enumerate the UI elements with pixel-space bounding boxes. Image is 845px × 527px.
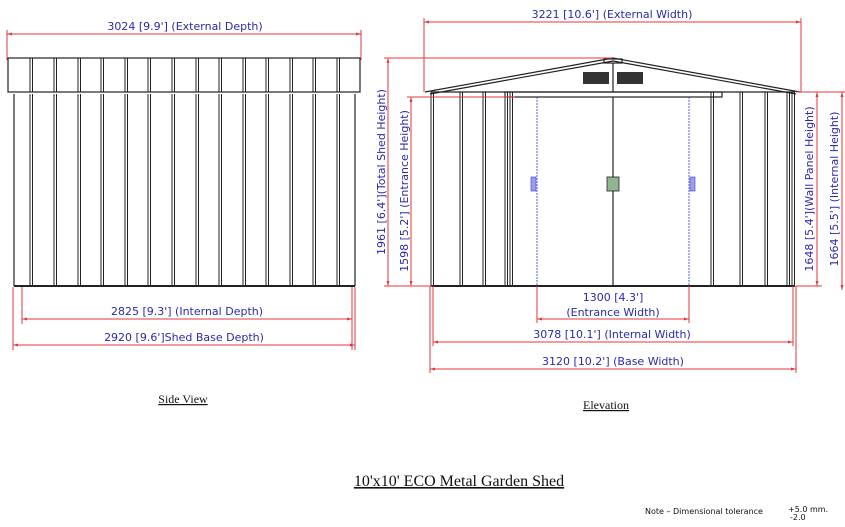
door-center-handle-icon (606, 176, 620, 192)
side-view-label: Side View (158, 392, 208, 406)
external-width-text: 3221 [10.6'] (External Width) (532, 8, 693, 21)
tolerance-note: Note – Dimensional tolerance +5.0 mm. -2… (645, 505, 828, 522)
elevation-view: 3221 [10.6'] (External Width) 1961 [6.4'… (375, 8, 845, 412)
entrance-width-label: (Entrance Width) (566, 306, 659, 319)
base-depth-text: 2920 [9.6']Shed Base Depth) (104, 331, 264, 344)
internal-height-text: 1664 [5.5'] (Internal Height) (828, 112, 841, 267)
elevation-label: Elevation (583, 398, 629, 412)
external-depth-text: 3024 [9.9'] (External Depth) (107, 20, 262, 33)
door-right-handle-icon (689, 176, 696, 192)
door-left-handle-icon (530, 176, 537, 192)
elevation-ribs (430, 92, 795, 286)
side-roof-band (7, 57, 361, 93)
internal-depth-text: 2825 [9.3'] (Internal Depth) (111, 305, 263, 318)
internal-width-text: 3078 [10.1'] (Internal Width) (533, 328, 691, 341)
vent-right-icon (617, 72, 643, 84)
note-text: Note – Dimensional tolerance (645, 507, 763, 516)
door-header (504, 91, 723, 98)
vent-left-icon (583, 72, 609, 84)
note-minus: -2.0 (790, 513, 806, 522)
roof-inner-line (429, 60, 797, 95)
side-view: 3024 [9.9'] (External Depth) 2825 [9.3']… (6, 20, 362, 406)
wall-panel-height-text: 1648 [5.4'](Wall Panel Height) (803, 106, 816, 271)
entrance-height-text: 1598 [5.2'] (Entrance Height) (398, 110, 411, 272)
drawing-title: 10'x10' ECO Metal Garden Shed (354, 473, 564, 490)
note-plus: +5.0 mm. (788, 505, 828, 514)
base-width-text: 3120 [10.2'] (Base Width) (542, 355, 684, 368)
total-height-text: 1961 [6.4'](Total Shed Height) (375, 89, 388, 255)
side-view-ribs (29, 58, 340, 286)
entrance-width-value: 1300 [4.3'] (583, 291, 644, 304)
roof-outline (424, 57, 801, 93)
